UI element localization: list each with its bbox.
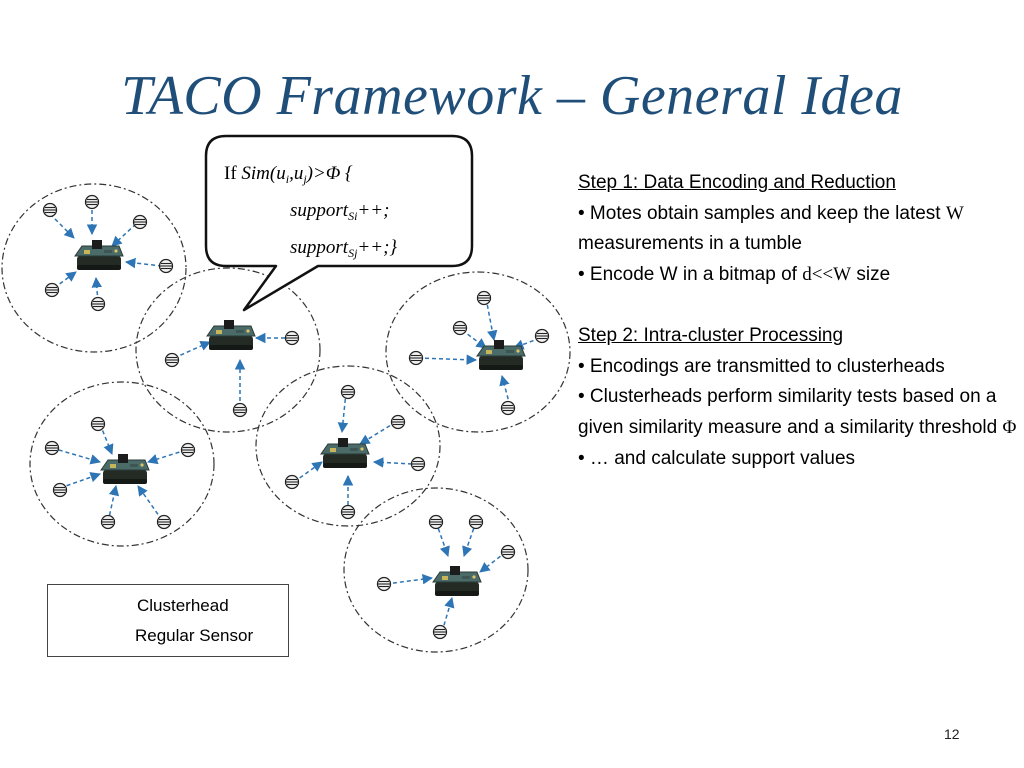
- clusterhead-icon: [320, 437, 370, 469]
- cluster-boundary: [29, 381, 215, 547]
- regular-sensor-icon: [500, 544, 516, 560]
- regular-sensor-icon: [132, 214, 148, 230]
- steps-text: Step 1: Data Encoding and Reduction • Mo…: [578, 168, 1024, 474]
- regular-sensor-icon: [410, 456, 426, 472]
- regular-sensor-icon: [534, 328, 550, 344]
- page-number: 12: [944, 726, 960, 742]
- regular-sensor-icon: [100, 514, 116, 530]
- regular-sensor-icon: [452, 320, 468, 336]
- regular-sensor-icon: [476, 290, 492, 306]
- regular-sensor-icon: [340, 384, 356, 400]
- regular-sensor-icon: [84, 194, 100, 210]
- cluster-boundary: [1, 183, 187, 353]
- regular-sensor-icon: [408, 350, 424, 366]
- cluster-boundary: [135, 267, 321, 433]
- regular-sensor-icon: [42, 202, 58, 218]
- cluster-boundary: [343, 487, 529, 653]
- regular-sensor-icon: [44, 282, 60, 298]
- slide-title: TACO Framework – General Idea: [121, 65, 903, 127]
- regular-sensor-icon: [284, 330, 300, 346]
- regular-sensor-icon: [156, 514, 172, 530]
- step1-bullet-2: • Encode W in a bitmap of d<<W size: [578, 264, 891, 286]
- clusterhead-icon: [74, 239, 124, 271]
- legend-sensor-label: Regular Sensor: [135, 626, 254, 645]
- regular-sensor-icon: [428, 514, 444, 530]
- regular-sensor-icon: [44, 440, 60, 456]
- step1-heading: Step 1: Data Encoding and Reduction: [578, 172, 896, 193]
- callout-line-3: supportSj++;}: [290, 237, 397, 260]
- spacer: [578, 291, 1024, 321]
- callout-text: If Sim(ui,uj)>Φ { supportSi++; supportSj…: [224, 158, 464, 269]
- regular-sensor-icon: [164, 352, 180, 368]
- clusterhead-icon: [432, 565, 482, 597]
- regular-sensor-icon: [90, 416, 106, 432]
- regular-sensor-icon: [432, 624, 448, 640]
- regular-sensor-icon: [376, 576, 392, 592]
- legend-clusterhead-label: Clusterhead: [137, 596, 229, 615]
- step2-heading: Step 2: Intra-cluster Processing: [578, 324, 844, 346]
- step2-bullet-3: • … and calculate support values: [578, 447, 856, 469]
- clusterhead-icon: [100, 453, 150, 485]
- regular-sensor-icon: [390, 414, 406, 430]
- regular-sensor-icon: [90, 296, 106, 312]
- regular-sensor-icon: [180, 442, 196, 458]
- clusterhead-icon: [476, 339, 526, 371]
- regular-sensor-icon: [52, 482, 68, 498]
- step2-bullet-1: • Encodings are transmitted to clusterhe…: [578, 355, 945, 377]
- step2-bullet-2: • Clusterheads perform similarity tests …: [578, 386, 1017, 438]
- regular-sensor-icon: [340, 504, 356, 520]
- callout-bubble: [204, 134, 474, 312]
- regular-sensor-icon: [500, 400, 516, 416]
- regular-sensor-icon: [468, 514, 484, 530]
- step1-bullet-1: • Motes obtain samples and keep the late…: [578, 202, 964, 255]
- clusterhead-icon: [206, 319, 256, 351]
- regular-sensor-icon: [284, 474, 300, 490]
- regular-sensor-icon: [158, 258, 174, 274]
- legend-box: Clusterhead Regular Sensor: [47, 584, 289, 657]
- cluster-boundary: [385, 271, 571, 433]
- callout-line-2: supportSi++;: [290, 200, 390, 223]
- regular-sensor-icon: [232, 402, 248, 418]
- callout-line-1: If Sim(ui,uj)>Φ {: [224, 163, 353, 186]
- cluster-boundary: [255, 365, 441, 527]
